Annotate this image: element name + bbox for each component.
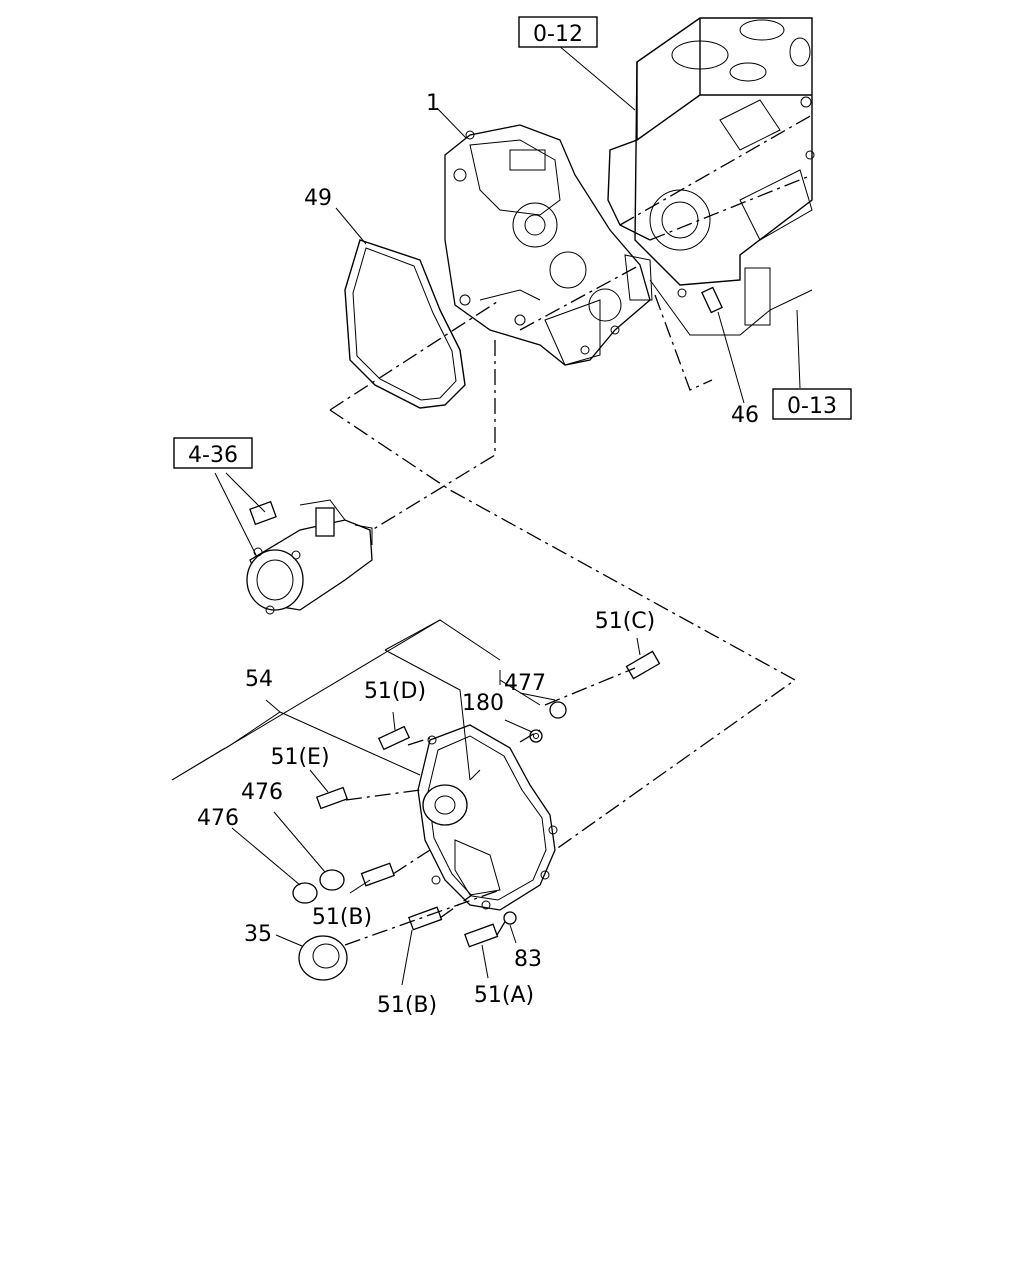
alignment-lines (329, 264, 797, 946)
label-part-51d: 51(D) (364, 679, 426, 704)
washer-83 (503, 911, 517, 925)
ref-label-0-13: 0-13 (787, 394, 837, 419)
stud-bolt (701, 286, 723, 314)
bolt-51b-lower (408, 906, 443, 931)
ref-box-4-36 (173, 437, 253, 469)
engine-block (607, 17, 815, 336)
dowel-476-right (319, 869, 345, 891)
bolt-51a (464, 923, 499, 948)
label-part-51b-upper: 51(B) (312, 905, 372, 930)
label-part-51e: 51(E) (270, 745, 329, 770)
ref-label-0-12: 0-12 (533, 22, 583, 47)
label-part-54: 54 (245, 667, 273, 692)
ref-box-0-13 (772, 388, 852, 420)
label-part-476-left: 476 (197, 806, 239, 831)
bolt-51d (377, 725, 411, 751)
label-part-180: 180 (462, 691, 504, 716)
front-cover (417, 724, 558, 911)
label-part-51c: 51(C) (595, 609, 656, 634)
oil-pump-assembly (246, 499, 373, 615)
gasket (344, 239, 466, 409)
label-part-477: 477 (504, 671, 546, 696)
label-part-51b-lower: 51(B) (377, 993, 437, 1018)
label-part-35: 35 (244, 922, 272, 947)
label-part-51a: 51(A) (474, 983, 534, 1008)
label-part-476-right: 476 (241, 780, 283, 805)
dowel-476-left (292, 882, 318, 904)
oil-seal-35 (298, 935, 348, 981)
label-part-1: 1 (426, 91, 440, 116)
plug-477 (549, 701, 567, 719)
ref-box-0-12 (518, 16, 598, 48)
label-part-83: 83 (514, 947, 542, 972)
bolt-51c (625, 650, 661, 680)
bolt-51e (315, 786, 349, 810)
label-part-46: 46 (731, 403, 759, 428)
leader-lines (171, 44, 801, 986)
gear-case-housing (444, 124, 653, 366)
label-part-49: 49 (304, 186, 332, 211)
ref-label-4-36: 4-36 (188, 443, 238, 468)
